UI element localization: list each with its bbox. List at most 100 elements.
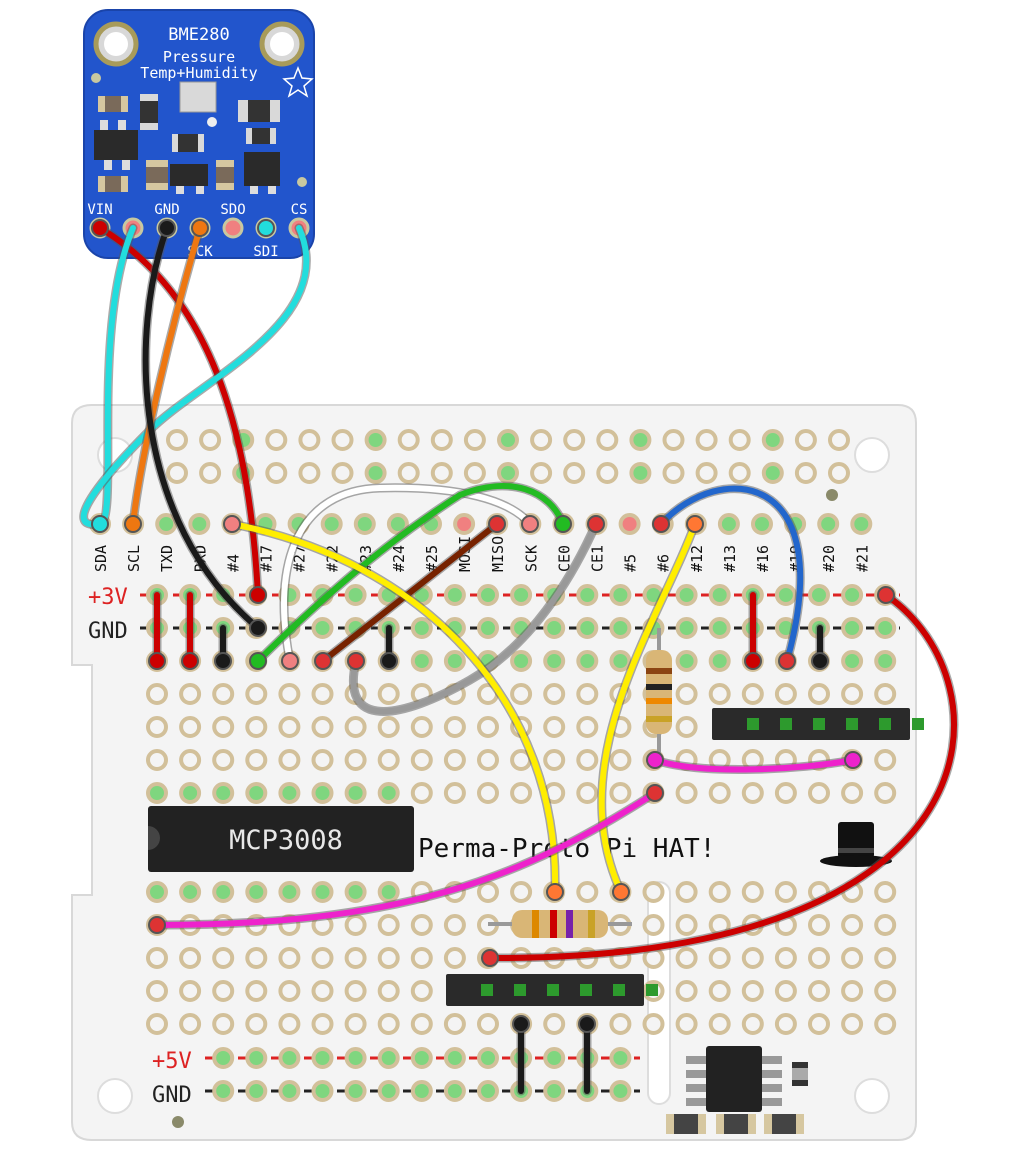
- pad: [166, 429, 188, 451]
- pad: [443, 584, 466, 606]
- pad: [179, 1013, 202, 1035]
- header-pin: [846, 718, 858, 730]
- pad: [311, 1013, 334, 1035]
- header-label: #21: [853, 545, 871, 572]
- pad: [695, 429, 718, 451]
- header-label: #13: [721, 545, 739, 572]
- header-label: SCK: [522, 545, 540, 572]
- pad: [543, 1013, 566, 1035]
- pad: [311, 1080, 334, 1102]
- header-pin: [514, 984, 526, 996]
- pad: [874, 749, 897, 771]
- pad: [874, 1013, 897, 1035]
- pad: [245, 881, 268, 903]
- bme280-subtitle-1: Pressure: [163, 48, 235, 66]
- pad: [576, 749, 599, 771]
- wire-sda-cyan: [97, 225, 136, 527]
- header-pin: [780, 718, 792, 730]
- header-pad: [453, 513, 476, 535]
- pad: [874, 617, 897, 639]
- wire-end: [191, 219, 209, 237]
- wire-gpio6-yellow: [598, 521, 698, 895]
- pad: [477, 584, 499, 606]
- pad: [166, 462, 188, 484]
- pad: [443, 1013, 466, 1035]
- pad: [808, 947, 830, 969]
- wire-end: [249, 619, 267, 637]
- pad: [245, 947, 268, 969]
- pad: [364, 429, 387, 451]
- pad: [311, 881, 334, 903]
- pad: [265, 429, 288, 451]
- pad: [477, 749, 499, 771]
- wire-end: [578, 1015, 596, 1033]
- header-label: #17: [258, 545, 276, 572]
- pad: [377, 1047, 400, 1069]
- mount-hole-bottom-left: [97, 1078, 133, 1114]
- pad: [278, 782, 301, 804]
- pad: [609, 617, 632, 639]
- wires: [79, 219, 959, 1096]
- pad: [774, 947, 797, 969]
- pad: [377, 782, 400, 804]
- pad: [874, 881, 897, 903]
- pad: [774, 683, 797, 705]
- header-label: #16: [754, 545, 772, 572]
- pad: [543, 617, 566, 639]
- wire-end: [844, 751, 862, 769]
- header-pin: [547, 984, 559, 996]
- pad: [377, 914, 400, 936]
- pad: [510, 881, 533, 903]
- pad: [245, 1013, 268, 1035]
- wire-end: [521, 515, 539, 533]
- pad: [675, 881, 698, 903]
- bme280-pin-label-sdi: SDI: [253, 244, 278, 260]
- header-label: #5: [622, 554, 640, 572]
- pad: [477, 617, 499, 639]
- pad: [874, 782, 897, 804]
- pad: [344, 881, 367, 903]
- pad: [874, 980, 897, 1002]
- pad: [212, 1047, 235, 1069]
- pad: [741, 881, 764, 903]
- pad: [708, 947, 731, 969]
- pad: [265, 462, 288, 484]
- pad: [808, 980, 830, 1002]
- pad: [278, 980, 301, 1002]
- pad: [278, 1047, 301, 1069]
- pad: [344, 584, 367, 606]
- pad: [397, 429, 420, 451]
- pad: [642, 881, 665, 903]
- pad: [311, 782, 334, 804]
- pad: [841, 617, 864, 639]
- pad: [311, 617, 334, 639]
- pad: [576, 617, 599, 639]
- pad: [311, 683, 334, 705]
- pad: [377, 980, 400, 1002]
- pad: [179, 782, 202, 804]
- wire-end: [380, 652, 398, 670]
- pad: [410, 650, 433, 672]
- pad: [410, 1013, 433, 1035]
- wire-miso-white: [281, 484, 533, 664]
- header-label: TXD: [158, 545, 176, 572]
- pad: [808, 914, 830, 936]
- wire-end: [587, 515, 605, 533]
- pad: [543, 650, 566, 672]
- pad: [874, 914, 897, 936]
- pad: [443, 749, 466, 771]
- wire-end: [91, 219, 109, 237]
- pad: [828, 429, 850, 451]
- pad: [675, 914, 698, 936]
- pad: [543, 716, 566, 738]
- wire-end: [249, 586, 267, 604]
- pad: [278, 947, 301, 969]
- pad: [463, 462, 486, 484]
- female-header-right: [712, 708, 910, 740]
- pad: [530, 462, 553, 484]
- pad: [212, 1080, 235, 1102]
- wire-end: [512, 1015, 530, 1033]
- pad: [642, 1013, 665, 1035]
- pad: [609, 584, 632, 606]
